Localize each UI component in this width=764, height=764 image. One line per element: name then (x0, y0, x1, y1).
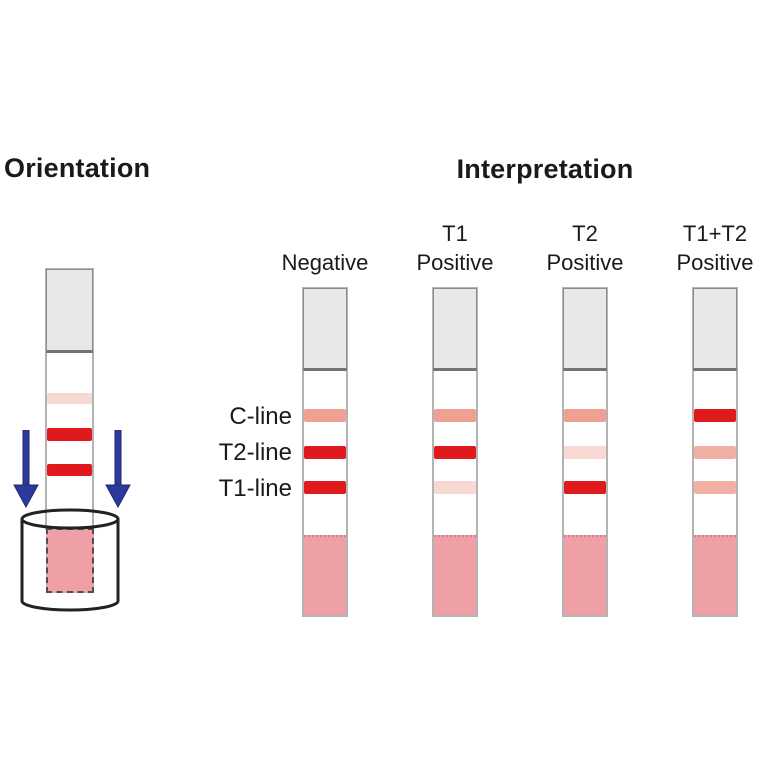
strip-t2-positive (562, 287, 608, 617)
column-label-bottom: Positive (546, 250, 624, 275)
c-line (434, 409, 476, 422)
column-label-bottom: Negative (281, 250, 369, 275)
absorbent-pad-pink (304, 535, 346, 615)
sample-pad-gray (46, 269, 93, 353)
sample-pad-gray (303, 288, 347, 371)
sample-pad-gray (433, 288, 477, 371)
c-line (564, 409, 606, 422)
t2-line (564, 446, 606, 459)
absorbent-pad-pink (694, 535, 736, 615)
strip-t1t2-positive (692, 287, 738, 617)
orientation-title: Orientation (4, 153, 151, 183)
strip-t1-positive (432, 287, 478, 617)
t1-line-label: T1-line (218, 475, 292, 502)
orientation-test-strip (45, 268, 94, 530)
column-label-negative: Negative (265, 219, 385, 277)
column-label-top: T1 (442, 221, 468, 246)
c-line (694, 409, 736, 422)
t1-line (694, 481, 736, 494)
orientation-faint-line (47, 393, 92, 404)
absorbent-pad-pink (564, 535, 606, 615)
orientation-red-line-2 (47, 464, 92, 476)
column-label-bottom: Positive (416, 250, 494, 275)
column-label-top: T1+T2 (682, 221, 748, 246)
t1-line (564, 481, 606, 494)
interpretation-title: Interpretation (456, 154, 634, 184)
column-label-top: T2 (572, 221, 598, 246)
down-arrow-icon (13, 430, 39, 508)
t2-line-label: T2-line (218, 439, 292, 466)
orientation-red-line-1 (47, 428, 92, 441)
strip-negative (302, 287, 348, 617)
down-arrow-icon (105, 430, 131, 508)
sample-cup (20, 508, 120, 612)
absorbent-pad-pink (434, 535, 476, 615)
column-label-t1t2-positive: T1+T2 Positive (655, 219, 764, 277)
column-label-bottom: Positive (676, 250, 754, 275)
t2-line (434, 446, 476, 459)
t1-line (304, 481, 346, 494)
c-line (304, 409, 346, 422)
column-label-t2-positive: T2 Positive (525, 219, 645, 277)
sample-pad-gray (563, 288, 607, 371)
column-label-t1-positive: T1 Positive (395, 219, 515, 277)
t2-line (694, 446, 736, 459)
sample-pad-gray (693, 288, 737, 371)
c-line-label: C-line (229, 403, 292, 430)
t2-line (304, 446, 346, 459)
t1-line (434, 481, 476, 494)
